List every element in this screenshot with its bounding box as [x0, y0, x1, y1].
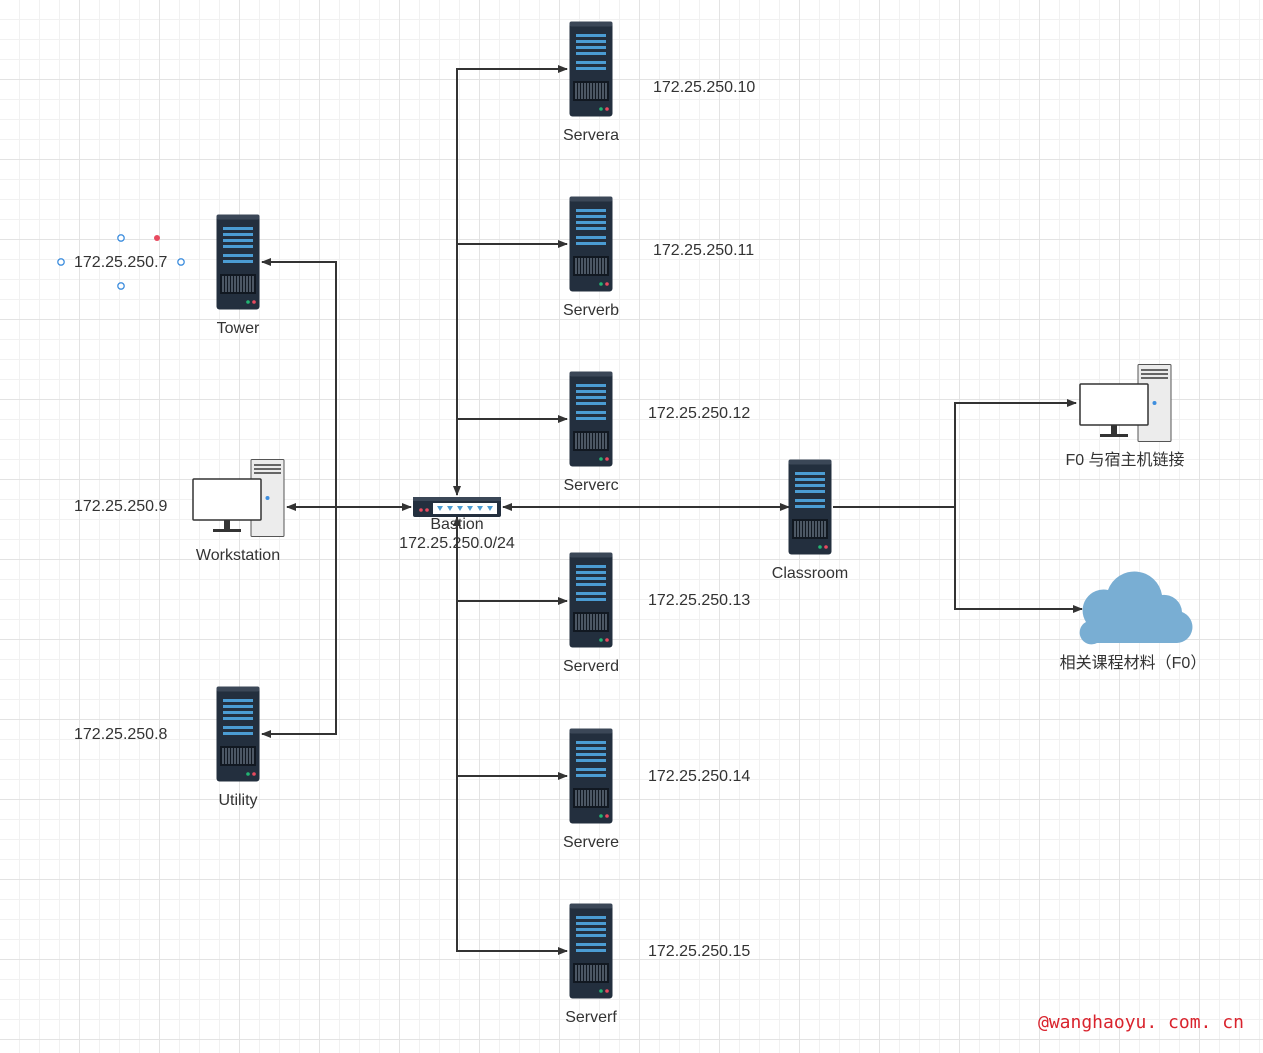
node-label-cloud: 相关课程材料（F0） — [1059, 655, 1207, 672]
node-label-serverf: Serverf — [565, 1009, 617, 1026]
link-bus-utility — [261, 507, 337, 738]
ip-label-tower[interactable]: 172.25.250.7 — [74, 254, 168, 271]
server-icon-serverd[interactable] — [569, 552, 613, 648]
node-label-classroom: Classroom — [771, 565, 849, 582]
server-icon-serverb[interactable] — [569, 196, 613, 292]
node-label-host-pc: F0 与宿主机链接 — [1065, 452, 1185, 469]
ip-label-workstation: 172.25.250.9 — [74, 498, 168, 515]
node-label-serverb: Serverb — [562, 302, 620, 319]
switch-icon-bastion[interactable] — [413, 497, 501, 517]
link-bastion-serverf — [453, 516, 568, 955]
server-icon-utility[interactable] — [216, 686, 260, 782]
node-label-tower: Tower — [216, 320, 260, 337]
server-icon-tower[interactable] — [216, 214, 260, 310]
node-label-serverd: Serverd — [562, 658, 620, 675]
node-label-workstation: Workstation — [195, 547, 281, 564]
ip-label-serverd: 172.25.250.13 — [648, 592, 751, 609]
cloud-icon[interactable] — [1079, 571, 1193, 645]
server-icon-classroom[interactable] — [788, 459, 832, 555]
link-classroom-hostpc — [833, 399, 1077, 508]
node-label-bastion-subnet: 172.25.250.0/24 — [399, 535, 515, 552]
link-bastion-servera — [453, 65, 568, 496]
server-icon-servere[interactable] — [569, 728, 613, 824]
node-label-bastion: Bastion — [430, 516, 484, 533]
link-classroom-cloud — [954, 507, 1083, 613]
node-label-servere: Servere — [562, 834, 620, 851]
ip-label-servere: 172.25.250.14 — [648, 768, 751, 785]
ip-label-utility: 172.25.250.8 — [74, 726, 168, 743]
node-label-serverc: Serverc — [563, 477, 619, 494]
server-icon-servera[interactable] — [569, 21, 613, 117]
ip-label-servera: 172.25.250.10 — [653, 79, 756, 96]
watermark: @wanghaoyu. com. cn — [1038, 1012, 1244, 1033]
desktop-icon-workstation[interactable] — [192, 459, 285, 537]
server-icon-serverc[interactable] — [569, 371, 613, 467]
node-label-utility: Utility — [218, 792, 258, 809]
ip-label-serverf: 172.25.250.15 — [648, 943, 751, 960]
selection-handles — [57, 234, 185, 290]
ip-label-serverb: 172.25.250.11 — [653, 242, 755, 259]
server-icon-serverf[interactable] — [569, 903, 613, 999]
ip-label-serverc: 172.25.250.12 — [648, 405, 751, 422]
link-bus-tower — [261, 258, 337, 507]
node-label-servera: Servera — [562, 127, 620, 144]
desktop-icon-host-pc[interactable] — [1079, 364, 1172, 442]
